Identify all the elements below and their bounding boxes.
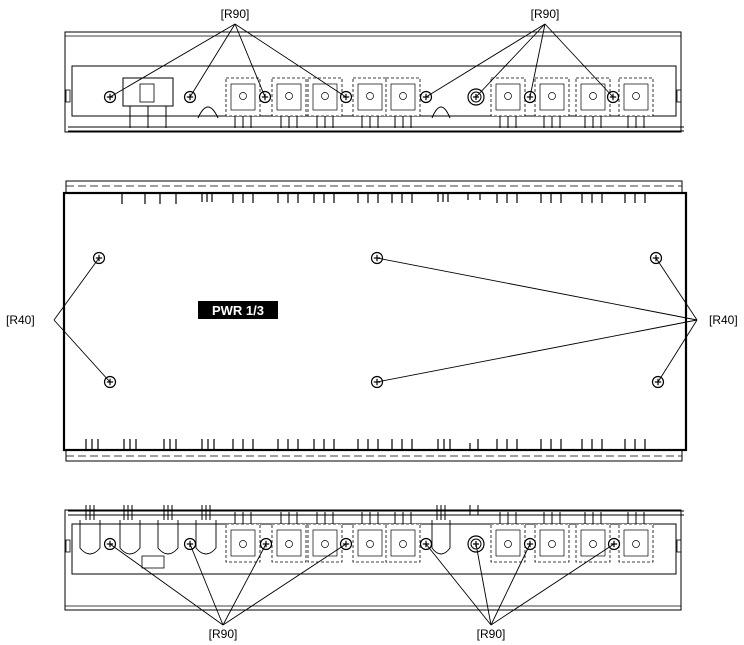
to220-transistor-icon — [271, 511, 307, 563]
to220-transistor-icon — [534, 77, 570, 129]
to220-transistor-icon — [307, 77, 343, 129]
to220-transistor-icon — [618, 511, 654, 563]
board-label-text: PWR 1/3 — [212, 303, 264, 318]
to220-transistor-icon — [490, 511, 526, 563]
to220-transistor-icon — [575, 511, 611, 563]
to220-transistor-icon — [225, 511, 261, 563]
top-view: [R90] [R90] — [64, 7, 684, 133]
callout-bottom-right: [R90] — [477, 627, 506, 641]
callout-mid-left: [R40] — [6, 313, 35, 327]
pin-row-top — [121, 193, 646, 204]
leader-lines — [109, 23, 614, 98]
clamp-pins — [85, 505, 479, 520]
middle-view: PWR 1/3 [R40] [R40] — [6, 180, 738, 462]
callout-mid-right: [R40] — [709, 313, 738, 327]
pin-row-bottom — [85, 439, 646, 450]
to220-transistor-icon — [618, 77, 654, 129]
leader-lines — [109, 543, 615, 626]
to220-transistor-icon — [575, 77, 611, 129]
bottom-view: [R90] [R90] — [64, 505, 684, 641]
connector-block — [122, 77, 174, 128]
to220-transistor-icon — [490, 77, 526, 129]
callout-bottom-left: [R90] — [209, 627, 238, 641]
board-label — [198, 301, 278, 319]
to220-transistor-icon — [307, 511, 343, 563]
to220-transistor-icon — [385, 77, 421, 129]
callout-top-right: [R90] — [531, 7, 560, 21]
to220-transistor-icon — [385, 511, 421, 563]
to220-transistor-icon — [352, 511, 388, 563]
to220-transistor-icon — [271, 77, 307, 129]
clamp-parts — [79, 520, 451, 555]
callout-top-left: [R90] — [221, 7, 250, 21]
to220-transistor-icon — [225, 77, 261, 129]
to220-transistor-icon — [352, 77, 388, 129]
leader-lines — [53, 257, 698, 383]
to220-transistor-icon — [534, 511, 570, 563]
